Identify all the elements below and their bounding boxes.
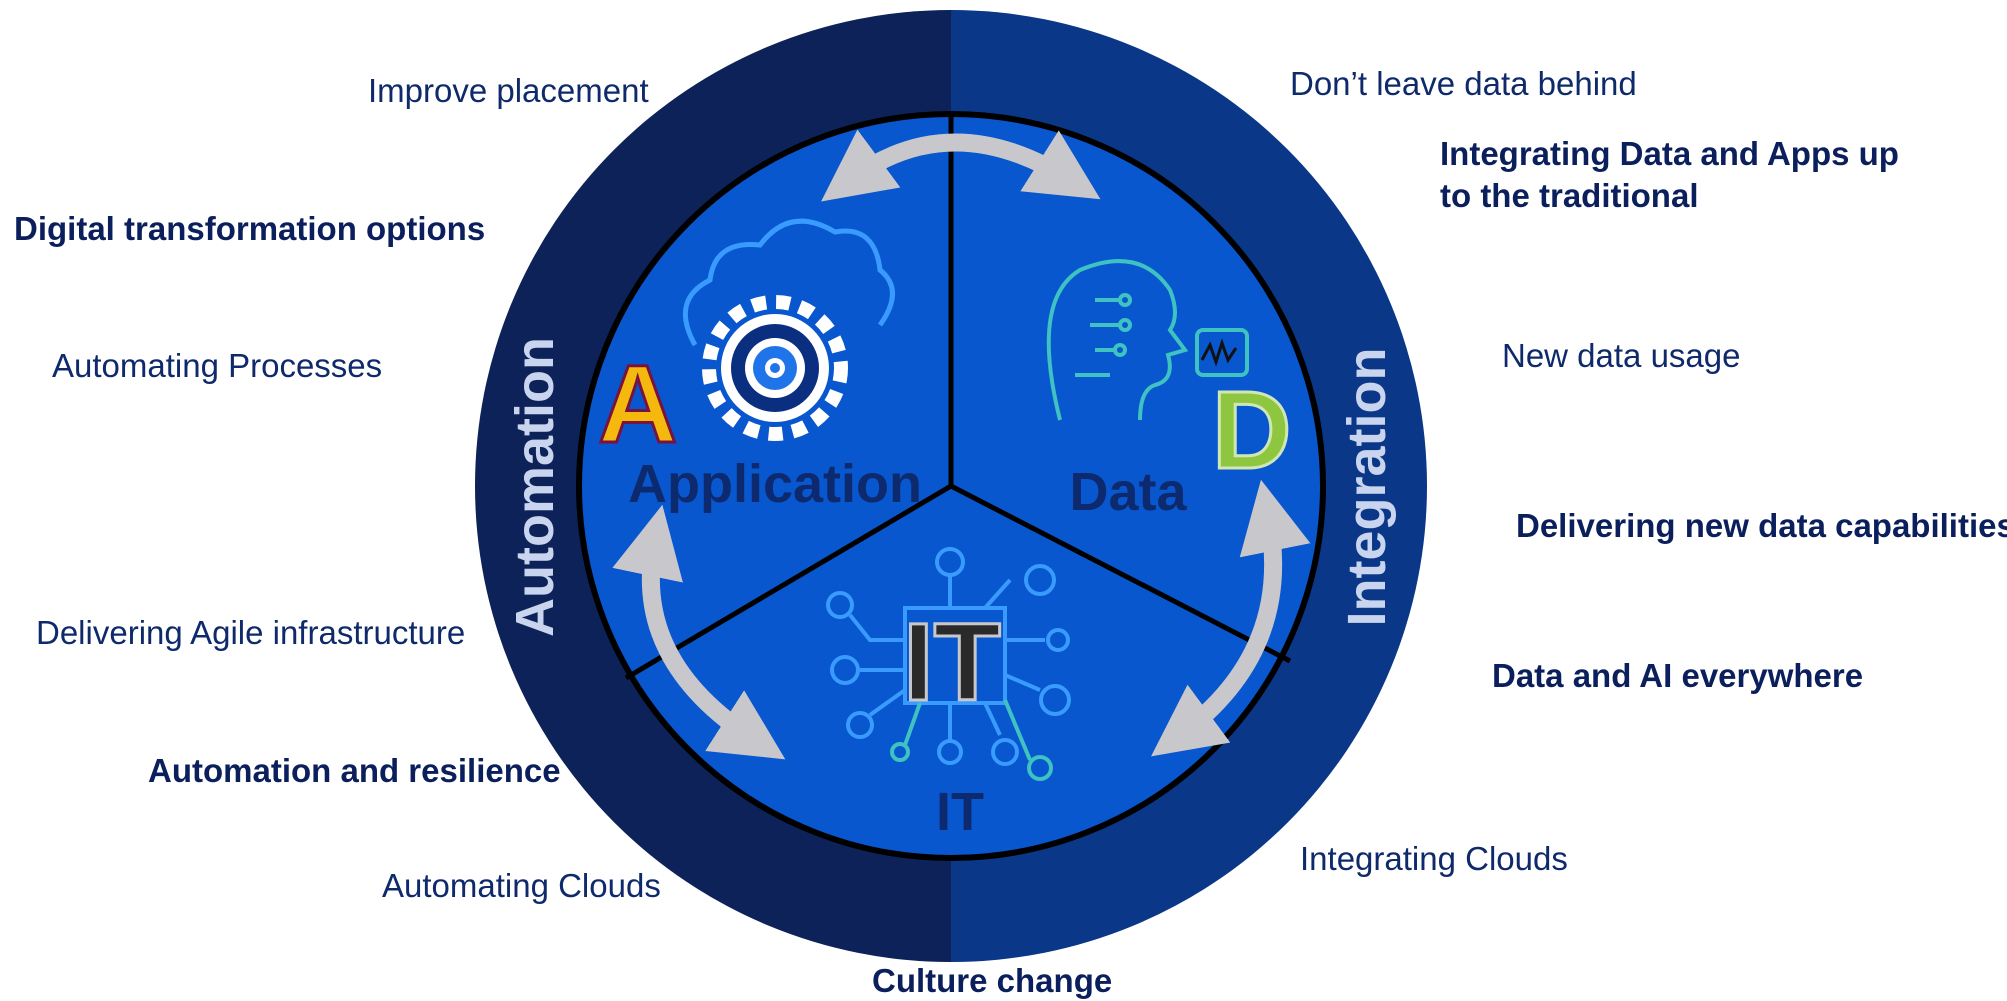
arrow-left <box>612 504 786 760</box>
ring-label-automation: Automation <box>505 337 565 637</box>
circuit-chip-icon <box>826 547 1071 781</box>
label-automation-resilience: Automation and resilience <box>148 752 561 789</box>
segment-label-it: IT <box>936 782 984 842</box>
letter-d: D <box>1212 369 1291 492</box>
cycle-arrows <box>612 129 1311 760</box>
arrow-right <box>1151 479 1311 757</box>
segment-label-data: Data <box>1069 462 1187 522</box>
label-integrating-data-apps-line2: to the traditional <box>1440 177 1699 214</box>
label-integrating-clouds: Integrating Clouds <box>1300 840 1568 877</box>
segment-label-application: Application <box>628 454 922 514</box>
arrow-top <box>821 129 1101 202</box>
label-integrating-data-apps-line1: Integrating Data and Apps up <box>1440 135 1899 172</box>
label-data-ai-everywhere: Data and AI everywhere <box>1492 657 1864 694</box>
label-culture-change: Culture change <box>872 962 1113 999</box>
label-delivering-new-data: Delivering new data capabilities <box>1516 507 2007 544</box>
label-improve-placement: Improve placement <box>368 72 649 109</box>
label-delivering-agile: Delivering Agile infrastructure <box>36 614 466 651</box>
ai-head-icon <box>1046 259 1249 421</box>
letter-a: A <box>598 343 677 466</box>
ring-label-integration: Integration <box>1337 348 1397 627</box>
label-automating-clouds: Automating Clouds <box>382 867 661 904</box>
label-new-data-usage: New data usage <box>1502 337 1741 374</box>
letter-it: IT <box>903 601 1001 724</box>
cloud-gear-icon <box>682 218 895 441</box>
label-automating-processes: Automating Processes <box>52 347 383 384</box>
label-digital-transformation: Digital transformation options <box>14 210 486 247</box>
label-dont-leave-data: Don’t leave data behind <box>1290 65 1637 102</box>
